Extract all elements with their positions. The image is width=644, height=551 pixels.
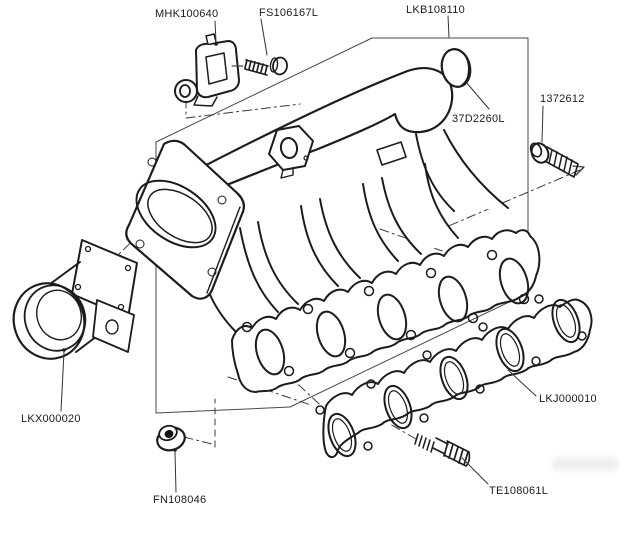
stud-drawing (414, 433, 471, 467)
part-label-lkb108110[interactable]: LKB108110 (406, 4, 465, 16)
maf-sensor-drawing (12, 239, 138, 360)
part-label-37d2260l[interactable]: 37D2260L (452, 113, 505, 125)
maf-connector (92, 299, 135, 353)
part-label-te108061l[interactable]: TE108061L (489, 485, 549, 497)
gasket-align-line-right (379, 228, 449, 254)
part-label-fs106167l[interactable]: FS106167L (259, 7, 319, 19)
blanking-plug-drawing (440, 48, 472, 88)
part-label-1372612[interactable]: 1372612 (540, 93, 585, 105)
gasket-ports (327, 298, 581, 458)
gasket-bolt-holes (315, 294, 587, 451)
inlet-flange (125, 139, 246, 300)
nut-centerline (183, 436, 213, 445)
bolt-arrowhead (572, 165, 585, 176)
part-label-lkj000010[interactable]: LKJ000010 (539, 393, 597, 405)
map-sensor-drawing (174, 33, 244, 107)
leader-lines (60, 15, 544, 493)
runner-boss (376, 141, 407, 166)
watermark-smudge (552, 458, 618, 470)
gasket-port-beads (331, 304, 577, 452)
part-label-mhk100640[interactable]: MHK100640 (155, 8, 219, 20)
flanged-bolt-drawing (529, 142, 579, 178)
sensor-boss-hex (268, 125, 314, 179)
gasket-drawing (315, 294, 593, 458)
part-label-lkx000020[interactable]: LKX000020 (21, 413, 81, 425)
part-label-fn108046[interactable]: FN108046 (153, 494, 207, 506)
screw-drawing (244, 56, 288, 76)
bolt-centerline (431, 169, 581, 234)
stud-centerline (389, 423, 417, 440)
manifold-flange-bolt-holes (241, 249, 530, 377)
manifold-flange-face (231, 229, 541, 393)
map-sensor-body (195, 40, 240, 99)
map-sensor-ear (174, 79, 198, 103)
flanged-nut-drawing (156, 424, 186, 452)
intake-manifold-drawing (125, 67, 541, 393)
